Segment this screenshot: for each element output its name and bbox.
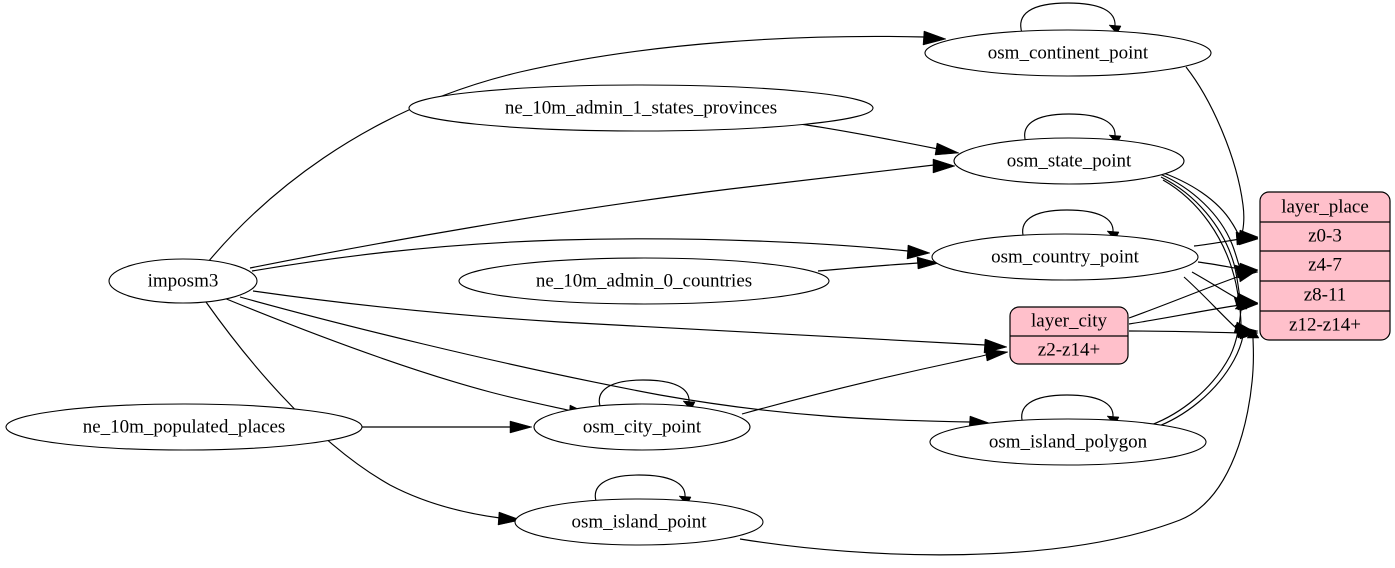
record-row-layer_place-z4-7[interactable]: z4-7 xyxy=(1308,254,1342,275)
edge-imposm3-to-osm_island_point xyxy=(205,301,522,526)
edge-layer_city-to-layer_place-z4-7 xyxy=(1128,269,1259,319)
edge-osm_island_polygon-to-layer_place-z12 xyxy=(1153,326,1250,429)
node-label-osm_country_point: osm_country_point xyxy=(991,246,1139,267)
node-osm_country_point[interactable]: osm_country_point xyxy=(931,233,1199,281)
edge-imposm3-to-osm_city_point xyxy=(223,297,594,419)
record-row-layer_place-z8-11[interactable]: z8-11 xyxy=(1304,284,1347,305)
node-ne_10m_admin_0_countries[interactable]: ne_10m_admin_0_countries xyxy=(458,257,830,305)
record-row-layer_city-title: layer_city xyxy=(1031,310,1107,331)
node-layer: imposm3 ne_10m_admin_1_states_provinces … xyxy=(5,29,1212,546)
node-label-osm_state_point: osm_state_point xyxy=(1007,150,1132,171)
node-osm_island_polygon[interactable]: osm_island_polygon xyxy=(929,418,1207,466)
record-node-layer: layer_place z0-3 z4-7 z8-11 z12-z14+ lay… xyxy=(1009,191,1391,365)
node-osm_state_point[interactable]: osm_state_point xyxy=(953,137,1185,185)
edge-osm_continent_point-to-layer_place-z0-3 xyxy=(1185,66,1259,244)
node-osm_city_point[interactable]: osm_city_point xyxy=(533,403,751,451)
node-osm_continent_point[interactable]: osm_continent_point xyxy=(924,29,1212,77)
record-node-layer_city[interactable]: layer_city z2-z14+ xyxy=(1009,306,1129,365)
node-label-imposm3: imposm3 xyxy=(148,270,219,291)
record-row-layer_place-z0-3[interactable]: z0-3 xyxy=(1308,225,1342,246)
node-label-ne_10m_admin_1_states_provinces: ne_10m_admin_1_states_provinces xyxy=(505,97,777,118)
node-ne_10m_admin_1_states_provinces[interactable]: ne_10m_admin_1_states_provinces xyxy=(408,84,874,132)
record-row-layer_place-z12-z14[interactable]: z12-z14+ xyxy=(1289,314,1361,335)
node-label-ne_10m_populated_places: ne_10m_populated_places xyxy=(83,416,286,437)
record-node-layer_place[interactable]: layer_place z0-3 z4-7 z8-11 z12-z14+ xyxy=(1259,191,1391,341)
edge-self-loop-osm_continent_point xyxy=(1020,2,1122,35)
edge-imposm3-to-osm_country_point xyxy=(251,238,931,272)
edge-imposm3-to-osm_state_point xyxy=(249,158,956,269)
edge-osm_country_point-to-layer_place-z8-11 xyxy=(1191,271,1259,306)
record-row-layer_city-z2-z14[interactable]: z2-z14+ xyxy=(1038,339,1100,360)
node-label-osm_city_point: osm_city_point xyxy=(583,416,702,437)
edge-ne_admin_0-to-osm_country_point xyxy=(817,256,940,272)
edge-ne_populated_places-to-osm_city_point xyxy=(362,420,533,434)
node-label-osm_continent_point: osm_continent_point xyxy=(988,42,1149,63)
edge-osm_country_point-to-layer_place-z0-3 xyxy=(1193,232,1259,247)
node-label-osm_island_polygon: osm_island_polygon xyxy=(989,431,1148,452)
edge-ne_admin_1-to-osm_state_point xyxy=(799,123,960,156)
node-ne_10m_populated_places[interactable]: ne_10m_populated_places xyxy=(5,403,363,451)
node-label-osm_island_point: osm_island_point xyxy=(571,511,707,532)
edge-osm_city_point-to-layer_city xyxy=(741,348,1009,415)
record-row-layer_place-title: layer_place xyxy=(1281,196,1369,217)
edge-imposm3-to-osm_continent_point xyxy=(207,30,947,263)
node-osm_island_point[interactable]: osm_island_point xyxy=(514,498,764,546)
edge-osm_island_polygon-to-layer_place-z8-11 xyxy=(1150,300,1248,426)
node-imposm3[interactable]: imposm3 xyxy=(108,258,258,304)
edge-osm_island_point-to-layer_place-z12 xyxy=(739,329,1260,556)
node-label-ne_10m_admin_0_countries: ne_10m_admin_0_countries xyxy=(536,270,752,291)
